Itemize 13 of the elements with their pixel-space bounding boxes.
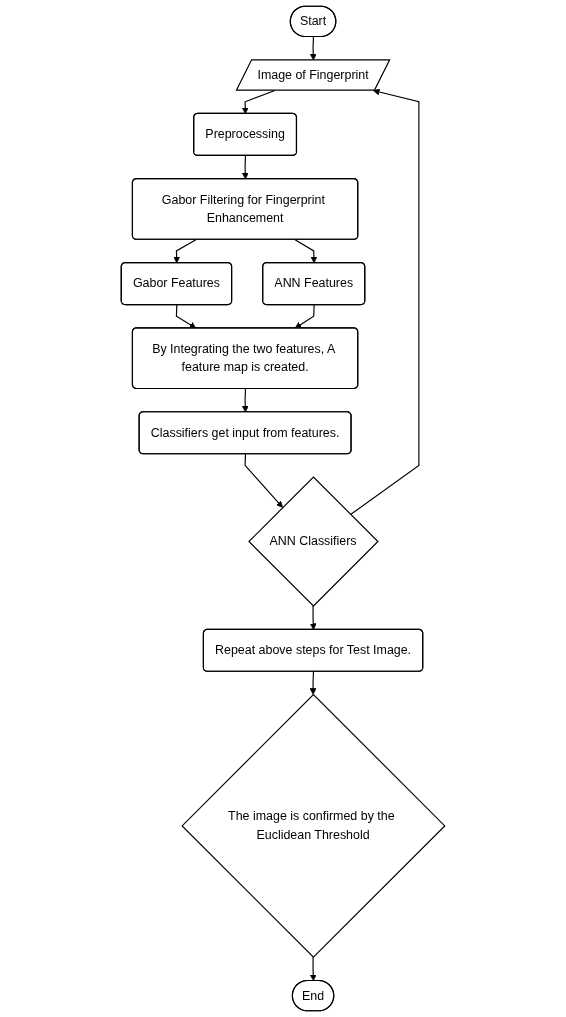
arrow (173, 239, 197, 264)
arrow (309, 605, 317, 630)
arrow (241, 388, 249, 413)
arrow (241, 155, 249, 180)
arrow (294, 304, 315, 329)
arrow (350, 88, 420, 516)
arrow (244, 453, 283, 508)
arrow (309, 671, 317, 695)
node-diamond: ANN Classifiers (248, 476, 379, 607)
node-diamond: The image is confirmed by the Euclidean Threshold (181, 693, 446, 958)
arrow (294, 239, 318, 264)
arrow (175, 304, 197, 329)
arrow (309, 956, 317, 982)
